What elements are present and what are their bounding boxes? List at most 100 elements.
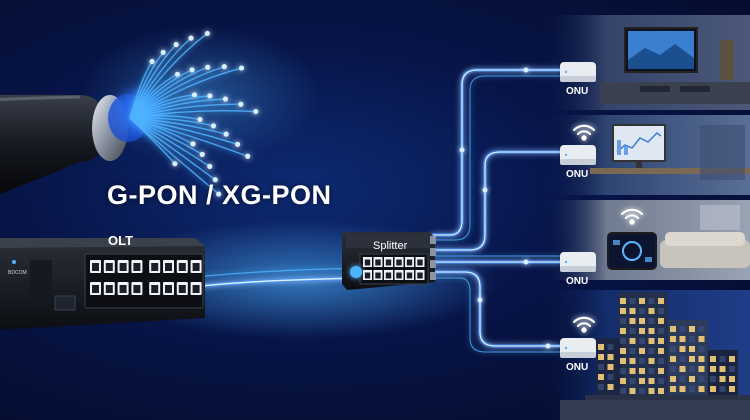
fiber-tip (253, 108, 259, 115)
building-window (670, 346, 676, 352)
building-window (710, 356, 716, 362)
fiber-tip (207, 93, 213, 99)
building-window (598, 374, 604, 380)
olt-port-socket (119, 263, 127, 271)
room-panel-living (545, 15, 750, 110)
building-window (648, 358, 655, 364)
olt-port-socket (192, 285, 200, 293)
splitter-port-socket (406, 259, 413, 266)
fiber-tip (212, 177, 218, 183)
fiber-tip (205, 64, 211, 70)
building-window (648, 348, 655, 354)
building-window (729, 386, 735, 392)
olt-port-socket (92, 263, 99, 271)
olt-port-socket (133, 263, 141, 271)
building-window (670, 366, 676, 372)
building-window (639, 328, 645, 334)
building-window (670, 336, 676, 342)
fiber-tip (174, 71, 181, 77)
splitter-port-socket (396, 272, 402, 279)
olt-port-socket (165, 285, 172, 293)
building-window (710, 386, 716, 392)
building-window (658, 338, 664, 344)
building-window (658, 388, 664, 394)
splitter-port-socket (396, 259, 402, 266)
building-window (620, 318, 626, 324)
building-window (620, 358, 626, 364)
building-window (658, 328, 664, 334)
fiber-tip (172, 161, 178, 167)
fiber-tip (210, 123, 217, 129)
building-window (710, 376, 716, 382)
building-window (607, 384, 614, 390)
olt-port-socket (151, 263, 159, 271)
splitter-port-socket (417, 272, 423, 279)
building-window (629, 378, 636, 384)
building-window (639, 368, 645, 374)
onu-router-2 (560, 145, 596, 165)
olt-port-socket (165, 263, 172, 271)
building-window (620, 388, 626, 394)
splitter-port-socket (385, 272, 392, 279)
building-window (670, 356, 676, 362)
building-window (629, 348, 636, 354)
building-window (629, 338, 636, 344)
building-window (648, 388, 655, 394)
building-window (679, 376, 686, 382)
building-window (639, 358, 645, 364)
building-window (648, 308, 655, 314)
fiber-tip (238, 101, 244, 107)
building-window (658, 358, 664, 364)
fiber-strand (129, 98, 226, 119)
link-sparkles (459, 67, 551, 349)
building-window (719, 356, 726, 362)
building-window (620, 308, 626, 314)
fiber-tip (191, 92, 198, 98)
splitter-ports (363, 257, 425, 280)
building-window (719, 366, 726, 372)
fiber-strand (129, 32, 208, 119)
fiber-strands (129, 30, 259, 197)
building-window (629, 328, 636, 334)
building-window (629, 358, 636, 364)
building-window (629, 298, 636, 304)
fiber-strand (129, 95, 210, 119)
building-window (629, 388, 636, 394)
building-window (679, 346, 686, 352)
fiber-tip (238, 65, 245, 71)
building-window (689, 366, 695, 372)
olt-port-socket (105, 263, 113, 271)
fiber-strand (129, 117, 203, 156)
building-window (620, 338, 626, 344)
fiber-tip (188, 35, 194, 41)
fiber-tip (207, 163, 213, 170)
fiber-strand (129, 117, 216, 181)
olt-port-socket (133, 285, 141, 293)
building-window (689, 326, 695, 332)
olt-port-socket (105, 285, 113, 293)
fiber-cable-icon (0, 90, 164, 194)
building-window (670, 326, 676, 332)
olt-port-socket (192, 263, 200, 271)
building-window (629, 308, 636, 314)
building-window (620, 368, 626, 374)
building-window (698, 386, 705, 392)
building-window (598, 364, 604, 370)
olt-device (0, 238, 205, 330)
splitter-port-socket (375, 259, 381, 266)
building-window (620, 328, 626, 334)
building-window (639, 378, 645, 384)
fiber-tip (221, 64, 227, 70)
fiber-tip (235, 141, 241, 147)
room-panel-office (545, 115, 750, 195)
wifi-icon (572, 124, 596, 141)
building-window (729, 356, 735, 362)
fiber-strand (129, 117, 214, 127)
building-window (598, 384, 604, 390)
building-window (710, 366, 716, 372)
fiber-tip (189, 67, 195, 73)
olt-port-socket (178, 285, 186, 293)
fiber-strand (129, 117, 211, 167)
building-window (648, 298, 655, 304)
